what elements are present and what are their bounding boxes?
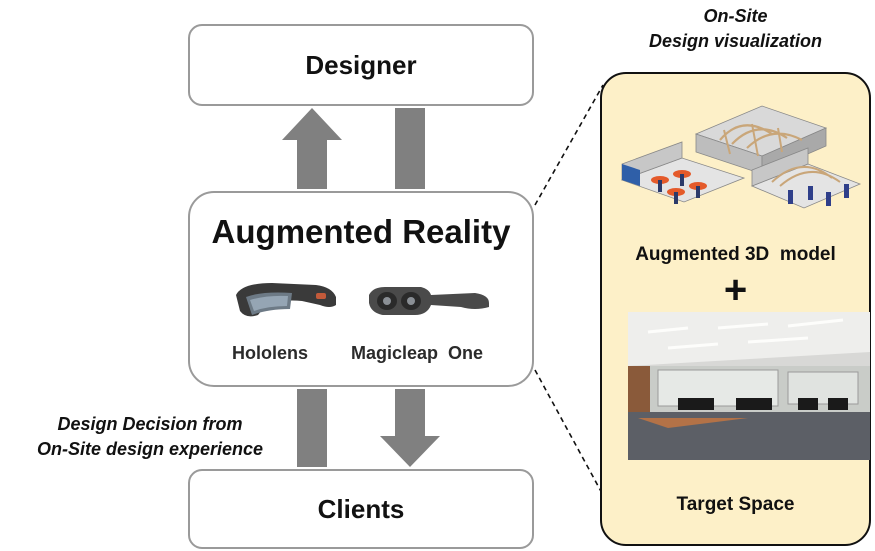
target-space-photo [628,312,870,460]
hololens-label: Hololens [232,343,309,363]
visualization-panel: Augmented 3D model + Target Space [600,72,871,546]
design-decision-line-1: Design Decision from [57,414,243,434]
augmented-3d-model-label: Augmented 3D model [635,244,836,265]
augmented-reality-node: Augmented Reality Hololens Magicleap One [188,191,534,387]
magicleap-headset-image [369,287,489,315]
designer-label: Designer [305,49,417,80]
plus-sign: + [723,268,748,312]
magicleap-label: Magicleap One [351,343,484,363]
arrow-bar-clients-to-ar [297,389,327,467]
augmented-3d-models-image [620,105,862,209]
panel-title: On-Site Design visualization [600,4,871,54]
hololens-headset-image [236,283,336,317]
clients-label: Clients [317,493,405,524]
design-decision-line-2: On-Site design experience [36,439,264,459]
target-space-label: Target Space [676,494,795,515]
design-decision-caption: Design Decision from On-Site design expe… [0,412,300,462]
arrow-bar-designer-to-ar [395,108,425,189]
arrow-up-to-designer [282,108,342,189]
panel-title-line-2: Design visualization [648,31,823,51]
arrow-down-to-clients [380,389,440,467]
augmented-reality-title: Augmented Reality [211,213,511,250]
clients-node: Clients [188,469,534,549]
designer-node: Designer [188,24,534,106]
panel-title-line-1: On-Site [703,6,768,26]
